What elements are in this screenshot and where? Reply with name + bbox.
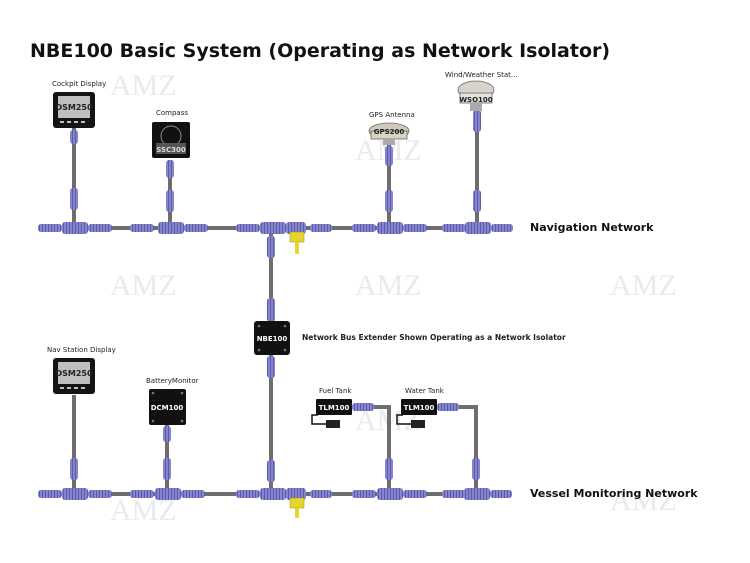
drop-connector bbox=[437, 403, 459, 411]
cable-connector bbox=[181, 490, 205, 498]
power-tap-vessel bbox=[289, 497, 305, 509]
terminator-connector bbox=[38, 490, 62, 498]
tee-connector bbox=[465, 222, 491, 234]
tee-connector bbox=[62, 488, 88, 500]
drop-connector bbox=[472, 458, 480, 480]
drop-connector bbox=[267, 298, 275, 322]
cable-connector bbox=[184, 224, 208, 232]
drop-connector bbox=[166, 160, 174, 178]
cable-connector bbox=[403, 224, 427, 232]
cable-connector bbox=[442, 224, 466, 232]
drop-connector bbox=[267, 460, 275, 482]
terminator-connector bbox=[491, 224, 513, 232]
page-title: NBE100 Basic System (Operating as Networ… bbox=[30, 40, 611, 62]
connectors bbox=[38, 110, 513, 500]
tee-connector bbox=[260, 488, 286, 500]
navigation-network-label: Navigation Network bbox=[530, 221, 654, 234]
battery-monitor-label: BatteryMonitor bbox=[146, 377, 199, 385]
tee-connector bbox=[286, 488, 306, 500]
watermark-text: AMZ bbox=[610, 269, 677, 302]
tee-connector bbox=[158, 222, 184, 234]
wind-weather-label: Wind/Weather Stat... bbox=[445, 71, 518, 79]
battery-monitor-device: DCM100 bbox=[149, 389, 186, 425]
tee-connector bbox=[286, 222, 306, 234]
drop-connector bbox=[70, 130, 78, 144]
cable-connector bbox=[88, 224, 112, 232]
cable-connector bbox=[130, 224, 154, 232]
drop-connector bbox=[163, 458, 171, 480]
drop-connector bbox=[352, 403, 374, 411]
power-taps bbox=[289, 231, 305, 518]
compass-model: SSC300 bbox=[156, 146, 186, 154]
water-tank-device: TLM100 bbox=[396, 399, 437, 428]
drop-connector bbox=[70, 458, 78, 480]
vessel-network-label: Vessel Monitoring Network bbox=[530, 487, 698, 500]
gps-antenna-label: GPS Antenna bbox=[369, 111, 415, 119]
cable-connector bbox=[130, 490, 154, 498]
watermark-text: AMZ bbox=[110, 269, 177, 302]
cable-connector bbox=[352, 490, 376, 498]
gps-model: GPS200 bbox=[374, 128, 405, 136]
power-tap-nav bbox=[289, 231, 305, 243]
cables bbox=[40, 110, 512, 496]
drop-connector bbox=[473, 190, 481, 212]
drop-connector bbox=[70, 188, 78, 210]
cable-connector bbox=[352, 224, 376, 232]
drop-connector bbox=[473, 110, 481, 132]
navstation-model: DSM250 bbox=[55, 369, 92, 378]
cockpit-display-device: DSM250 bbox=[53, 92, 95, 128]
compass-label: Compass bbox=[156, 109, 189, 117]
tee-connector bbox=[377, 488, 403, 500]
battery-model: DCM100 bbox=[151, 404, 184, 412]
terminator-connector bbox=[38, 224, 62, 232]
cable-connector bbox=[236, 490, 260, 498]
extender-caption: Network Bus Extender Shown Operating as … bbox=[302, 333, 566, 342]
tee-connector bbox=[62, 222, 88, 234]
gps-antenna-device: GPS200 bbox=[368, 122, 410, 145]
wso-model: WSO100 bbox=[459, 96, 492, 104]
watermark-text: AMZ bbox=[355, 269, 422, 302]
cable-connector bbox=[88, 490, 112, 498]
nav-station-display-label: Nav Station Display bbox=[47, 346, 116, 354]
drop-connector bbox=[163, 426, 171, 442]
cockpit-display-label: Cockpit Display bbox=[52, 80, 107, 88]
watermark-text: AMZ bbox=[610, 484, 677, 517]
cable-connector bbox=[403, 490, 427, 498]
water-model: TLM100 bbox=[404, 404, 435, 412]
cockpit-model: DSM250 bbox=[55, 103, 92, 112]
cable-connector bbox=[236, 224, 260, 232]
tee-connector bbox=[155, 488, 181, 500]
cable-connector bbox=[310, 224, 332, 232]
drop-connector bbox=[166, 190, 174, 212]
wind-weather-station-device: WSO100 bbox=[457, 80, 495, 111]
tee-connector bbox=[377, 222, 403, 234]
fuel-tank-label: Fuel Tank bbox=[319, 387, 352, 395]
water-tank-label: Water Tank bbox=[405, 387, 444, 395]
drop-connector bbox=[385, 458, 393, 480]
cable-connector bbox=[442, 490, 466, 498]
terminator-connector bbox=[490, 490, 512, 498]
tee-connector bbox=[464, 488, 490, 500]
network-bus-extender-device: NBE100 bbox=[254, 321, 290, 355]
nbe-model: NBE100 bbox=[257, 335, 288, 343]
cable-connector bbox=[310, 490, 332, 498]
drop-connector bbox=[385, 190, 393, 212]
fuel-tank-device: TLM100 bbox=[311, 399, 352, 428]
water-drop-cable bbox=[450, 405, 478, 492]
drop-connector bbox=[267, 236, 275, 258]
nav-station-display-device: DSM250 bbox=[53, 358, 95, 394]
drop-connector bbox=[385, 146, 393, 166]
drop-connector bbox=[267, 356, 275, 378]
compass-device: SSC300 bbox=[152, 122, 190, 158]
fuel-model: TLM100 bbox=[319, 404, 350, 412]
watermark-text: AMZ bbox=[110, 69, 177, 102]
tee-connector bbox=[260, 222, 286, 234]
